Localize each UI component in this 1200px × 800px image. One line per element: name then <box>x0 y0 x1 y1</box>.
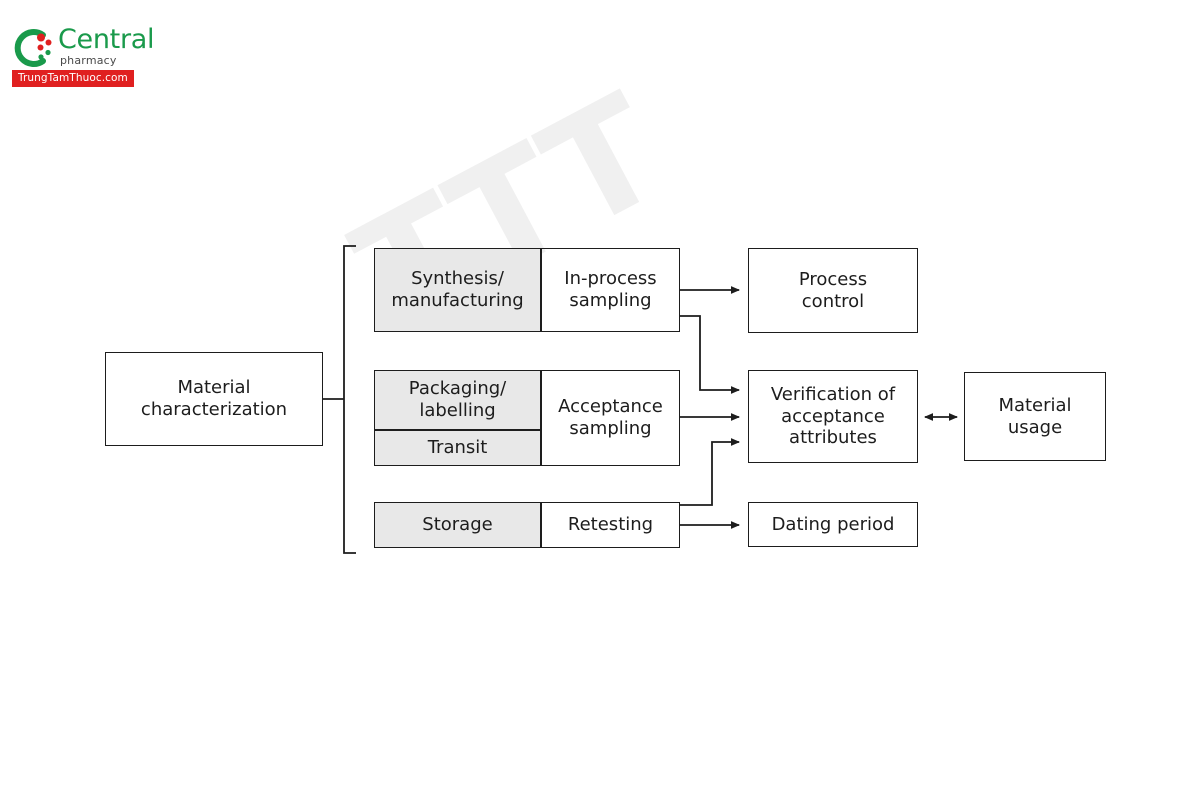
node-label: In-process sampling <box>564 268 657 311</box>
logo-brand-subtext: pharmacy <box>60 54 117 67</box>
node-dating-period[interactable]: Dating period <box>748 502 918 547</box>
node-label: Acceptance sampling <box>558 396 663 439</box>
node-label: Verification of acceptance attributes <box>770 383 896 449</box>
node-label: Synthesis/ manufacturing <box>391 268 524 311</box>
logo-url-badge: TrungTamThuoc.com <box>12 70 134 87</box>
node-label: Material usage <box>998 394 1072 438</box>
node-label: Transit <box>427 437 488 459</box>
node-transit[interactable]: Transit <box>374 430 541 466</box>
node-packaging-labelling[interactable]: Packaging/ labelling <box>374 370 541 430</box>
node-synthesis-manufacturing[interactable]: Synthesis/ manufacturing <box>374 248 541 332</box>
edge-retesting-to-verification <box>680 438 740 506</box>
node-label: Storage <box>422 514 493 536</box>
node-acceptance-sampling[interactable]: Acceptance sampling <box>541 370 680 466</box>
node-verification-of-acceptance-attributes[interactable]: Verification of acceptance attributes <box>748 370 918 463</box>
node-process-control[interactable]: Process control <box>748 248 918 333</box>
node-label: Retesting <box>567 514 654 536</box>
node-in-process-sampling[interactable]: In-process sampling <box>541 248 680 332</box>
central-c-logo-icon <box>14 29 52 67</box>
edge-inprocess-to-verification <box>680 315 740 394</box>
grouping-bracket <box>343 245 356 554</box>
site-logo: Central pharmacy TrungTamThuoc.com <box>8 18 208 90</box>
node-label: Material characterization <box>140 377 288 420</box>
node-material-usage[interactable]: Material usage <box>964 372 1106 461</box>
node-label: Dating period <box>771 513 895 535</box>
node-label: Process control <box>798 268 868 312</box>
node-label: Packaging/ labelling <box>408 378 507 421</box>
node-retesting[interactable]: Retesting <box>541 502 680 548</box>
node-material-characterization[interactable]: Material characterization <box>105 352 323 446</box>
node-storage[interactable]: Storage <box>374 502 541 548</box>
logo-brand-text: Central <box>58 24 155 55</box>
